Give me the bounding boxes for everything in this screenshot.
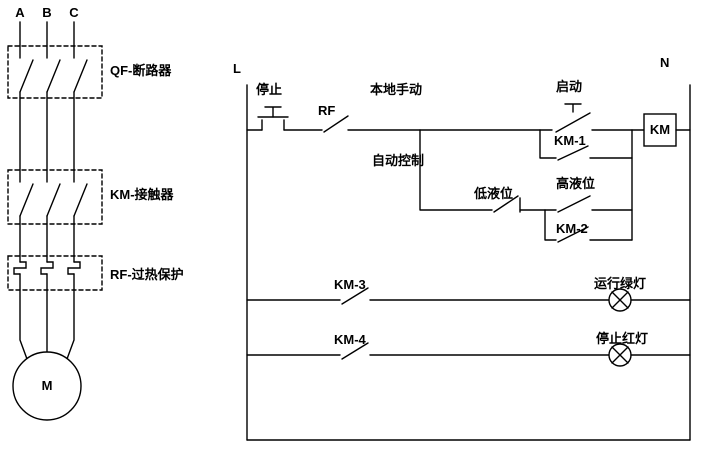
rf-overload-label: RF-过热保护 (110, 267, 184, 282)
n-rail-label: N (660, 55, 670, 70)
stop-button-symbol (257, 106, 289, 131)
km2-contact-label: KM-2 (556, 221, 588, 236)
low-level-label: 低液位 (474, 186, 514, 201)
km3-contact-label: KM-3 (334, 277, 366, 292)
green-lamp-label: 运行绿灯 (594, 276, 647, 291)
power-circuit (7, 21, 103, 421)
km-contactor-symbols (19, 183, 88, 263)
rf-overload-box (7, 255, 103, 291)
rf-overload-symbols (13, 261, 81, 275)
rung-green-lamp (246, 287, 691, 312)
km-contactor-box (7, 169, 103, 225)
km3-contact-symbol (341, 287, 369, 305)
qf-breaker-box (7, 45, 103, 99)
phase-a-label: A (15, 5, 25, 20)
motor-label: M (41, 378, 53, 393)
phase-c-label: C (69, 5, 79, 20)
rung-red-lamp (246, 342, 691, 367)
motor-symbol (12, 351, 82, 421)
red-lamp-label: 停止红灯 (596, 331, 649, 346)
auto-control-label: 自动控制 (372, 153, 425, 168)
red-lamp-symbol (608, 343, 632, 367)
km2-contact-symbol (557, 226, 589, 243)
phase-b-label: B (42, 5, 52, 20)
control-circuit (246, 84, 691, 441)
km1-branch (539, 129, 633, 161)
km1-contact-symbol (557, 145, 589, 161)
auto-branch (419, 129, 633, 243)
l-rail-label: L (233, 61, 241, 76)
green-lamp-symbol (608, 288, 632, 312)
km4-contact-label: KM-4 (334, 332, 366, 347)
stop-button-label: 停止 (256, 82, 283, 97)
start-button-symbol (555, 103, 591, 133)
rf-contact-symbol (323, 115, 349, 133)
km1-contact-label: KM-1 (554, 133, 586, 148)
motor-leads (19, 273, 75, 360)
start-button-label: 启动 (556, 79, 583, 94)
km-coil-label: KM (649, 122, 671, 137)
high-level-label: 高液位 (556, 176, 596, 191)
qf-breaker-symbols (19, 21, 88, 183)
km4-contact-symbol (341, 342, 369, 360)
km-contactor-label: KM-接触器 (110, 187, 174, 202)
local-manual-label: 本地手动 (370, 82, 423, 97)
qf-breaker-label: QF-断路器 (110, 63, 172, 78)
high-level-contact-symbol (557, 195, 591, 213)
rf-contact-label: RF (318, 103, 336, 118)
rung-main (246, 103, 691, 147)
